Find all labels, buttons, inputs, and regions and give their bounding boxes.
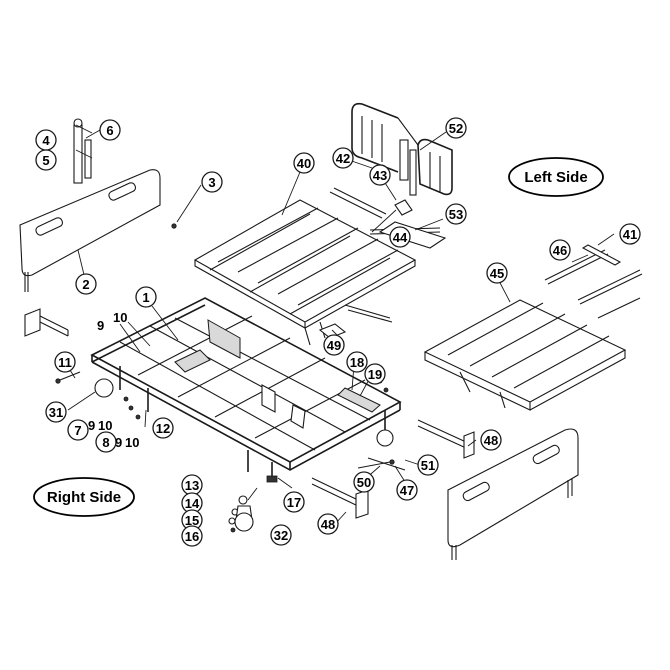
svg-text:16: 16 <box>185 529 199 544</box>
svg-text:48: 48 <box>484 433 498 448</box>
svg-text:13: 13 <box>185 478 199 493</box>
svg-text:48: 48 <box>321 517 335 532</box>
side-rail <box>351 102 453 196</box>
callout-46: 46 <box>549 239 571 261</box>
callout-48-upper: 48 <box>480 429 502 451</box>
callout-10-top: 10 <box>113 310 127 325</box>
svg-text:Left Side: Left Side <box>524 169 587 186</box>
callout-51: 51 <box>417 454 439 476</box>
right-side-label: Right Side <box>33 477 135 517</box>
svg-text:19: 19 <box>368 367 382 382</box>
callout-41: 41 <box>619 223 641 245</box>
callout-48-lower: 48 <box>317 513 339 535</box>
callout-44: 44 <box>389 226 411 248</box>
deck-bracket-plate <box>318 304 393 339</box>
callout-2: 2 <box>75 273 97 295</box>
svg-text:50: 50 <box>357 475 371 490</box>
callout-49: 49 <box>323 334 345 356</box>
callout-45: 45 <box>486 262 508 284</box>
foot-deck-section <box>423 299 627 411</box>
svg-text:31: 31 <box>49 405 63 420</box>
svg-text:Right Side: Right Side <box>47 489 121 506</box>
svg-text:43: 43 <box>373 168 387 183</box>
svg-text:15: 15 <box>185 513 199 528</box>
callout-18: 18 <box>346 351 368 373</box>
callout-11: 11 <box>54 351 76 373</box>
callout-52: 52 <box>445 117 467 139</box>
head-end-bracket <box>24 308 69 337</box>
svg-text:32: 32 <box>274 528 288 543</box>
footboard-panel <box>447 428 579 560</box>
svg-text:8: 8 <box>102 435 109 450</box>
svg-text:47: 47 <box>400 483 414 498</box>
callout-42: 42 <box>332 147 354 169</box>
callout-47: 47 <box>396 479 418 501</box>
svg-text:1: 1 <box>142 290 149 305</box>
callout-40: 40 <box>293 152 315 174</box>
callout-5: 5 <box>35 149 57 171</box>
callout-17: 17 <box>283 491 305 513</box>
callout-4: 4 <box>35 129 57 151</box>
svg-text:46: 46 <box>553 243 567 258</box>
callout-16: 16 <box>181 525 203 547</box>
callout-19: 19 <box>364 363 386 385</box>
callout-9-top: 9 <box>97 318 104 333</box>
callout-9-mid: 9 <box>88 418 95 433</box>
main-bed-frame <box>90 297 402 483</box>
callout-53: 53 <box>445 203 467 225</box>
callout-7: 7 <box>67 419 89 441</box>
callout-8: 8 <box>95 431 117 453</box>
svg-text:52: 52 <box>449 121 463 136</box>
svg-text:7: 7 <box>74 423 81 438</box>
svg-text:4: 4 <box>42 133 50 148</box>
svg-text:12: 12 <box>156 421 170 436</box>
caster-assembly <box>228 495 254 533</box>
svg-text:40: 40 <box>297 156 311 171</box>
callout-50: 50 <box>353 471 375 493</box>
callout-31: 31 <box>45 401 67 423</box>
svg-text:2: 2 <box>82 277 89 292</box>
callout-43: 43 <box>369 164 391 186</box>
svg-text:17: 17 <box>287 495 301 510</box>
svg-text:14: 14 <box>185 496 200 511</box>
foot-end-bracket-upper <box>417 419 475 459</box>
head-deck-section <box>193 199 417 346</box>
bed-pin-assembly <box>73 118 92 184</box>
callout-10-mid: 10 <box>98 418 112 433</box>
callout-13: 13 <box>181 474 203 496</box>
svg-text:11: 11 <box>58 355 72 370</box>
svg-text:49: 49 <box>327 338 341 353</box>
callout-10-low: 10 <box>125 435 139 450</box>
svg-text:44: 44 <box>393 230 408 245</box>
callout-12: 12 <box>152 417 174 439</box>
callout-15: 15 <box>181 509 203 531</box>
callout-32: 32 <box>270 524 292 546</box>
callout-3: 3 <box>201 171 223 193</box>
svg-text:53: 53 <box>449 207 463 222</box>
svg-text:6: 6 <box>106 123 113 138</box>
callout-9-low: 9 <box>115 435 122 450</box>
svg-text:5: 5 <box>42 153 49 168</box>
callout-1: 1 <box>135 286 157 308</box>
extension-rods <box>544 244 643 319</box>
svg-text:41: 41 <box>623 227 637 242</box>
svg-text:45: 45 <box>490 266 504 281</box>
svg-text:18: 18 <box>350 355 364 370</box>
callout-6: 6 <box>99 119 121 141</box>
svg-text:51: 51 <box>421 458 435 473</box>
svg-text:42: 42 <box>336 151 350 166</box>
svg-text:3: 3 <box>208 175 215 190</box>
headboard-panel <box>19 169 161 292</box>
left-side-label: Left Side <box>508 157 604 197</box>
